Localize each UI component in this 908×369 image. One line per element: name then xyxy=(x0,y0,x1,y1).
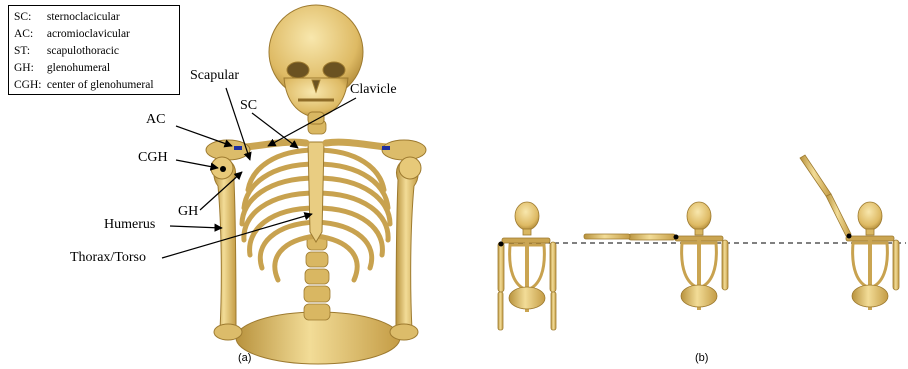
label-gh: GH xyxy=(178,204,198,220)
label-thorax: Thorax/Torso xyxy=(70,250,146,266)
small-skeleton-arms-down xyxy=(498,202,556,330)
arrow-thorax xyxy=(162,214,312,258)
label-humerus: Humerus xyxy=(104,217,155,233)
label-ac: AC xyxy=(146,112,165,128)
legend-text: scapulothoracic xyxy=(47,45,119,57)
label-cgh: CGH xyxy=(138,150,168,166)
panel-a-skeleton xyxy=(206,5,426,364)
abbreviation-legend: SC: sternoclacicular AC: acromioclavicul… xyxy=(8,5,180,95)
legend-abbr: CGH: xyxy=(14,77,44,94)
legend-text: sternoclacicular xyxy=(47,11,120,23)
legend-row-st: ST: scapulothoracic xyxy=(14,43,174,60)
small-skeleton-arm-raised xyxy=(800,155,899,310)
legend-abbr: AC: xyxy=(14,26,44,43)
small-skeleton-arm-horizontal xyxy=(584,202,728,310)
sternum xyxy=(308,142,324,242)
ac-joint-marker-left xyxy=(234,146,242,150)
legend-text: glenohumeral xyxy=(47,62,110,74)
legend-row-cgh: CGH: center of glenohumeral xyxy=(14,77,174,94)
legend-abbr: GH: xyxy=(14,60,44,77)
label-scapular: Scapular xyxy=(190,68,239,84)
legend-text: center of glenohumeral xyxy=(47,79,154,91)
caption-a: (a) xyxy=(238,352,251,364)
arrow-ac xyxy=(176,126,232,146)
cgh-dot xyxy=(220,166,226,172)
legend-abbr: SC: xyxy=(14,9,44,26)
legend-row-gh: GH: glenohumeral xyxy=(14,60,174,77)
ac-joint-marker-right xyxy=(382,146,390,150)
arrow-humerus xyxy=(170,226,222,228)
humerus-left xyxy=(214,158,236,330)
label-clavicle: Clavicle xyxy=(350,82,397,98)
caption-b: (b) xyxy=(695,352,708,364)
annotation-arrows xyxy=(162,88,356,258)
label-sc: SC xyxy=(240,98,257,114)
skull xyxy=(269,5,363,124)
legend-row-sc: SC: sternoclacicular xyxy=(14,9,174,26)
humerus-right xyxy=(396,158,418,330)
legend-text: acromioclavicular xyxy=(47,28,130,40)
legend-abbr: ST: xyxy=(14,43,44,60)
legend-row-ac: AC: acromioclavicular xyxy=(14,26,174,43)
